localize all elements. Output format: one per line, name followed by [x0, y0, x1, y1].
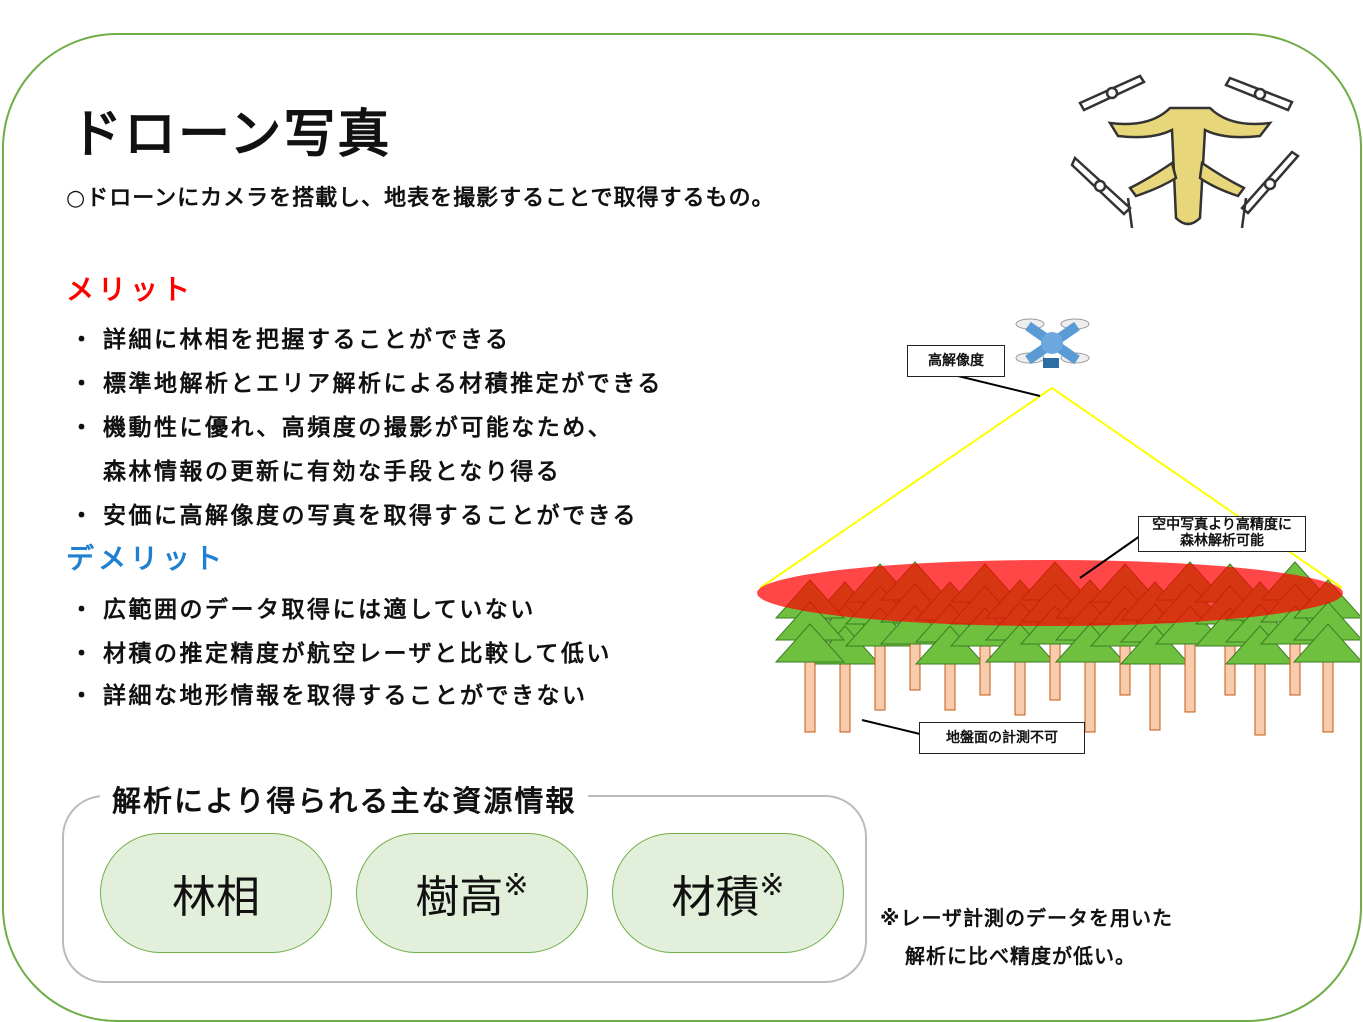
label-high-accuracy: 空中写真より高精度に森林解析可能 — [1138, 516, 1306, 552]
slide-frame — [2, 33, 1362, 1022]
merit-item: ・機動性に優れ、高頻度の撮影が可能なため、 — [70, 415, 614, 441]
demerit-item: ・材積の推定精度が航空レーザと比較して低い — [70, 641, 612, 667]
resource-pill-forest-type: 林相 — [100, 833, 332, 953]
resource-pill-volume: 材積※ — [612, 833, 844, 953]
resource-pill-tree-height: 樹高※ — [356, 833, 588, 953]
small-drone-icon — [1015, 318, 1090, 368]
merit-item: ・詳細に林相を把握することができる — [70, 327, 511, 353]
drone-survey-diagram — [757, 318, 1360, 736]
merit-item: ・標準地解析とエリア解析による材積推定ができる — [70, 371, 663, 397]
demerit-item: ・広範囲のデータ取得には適していない — [70, 597, 536, 623]
drone-icon — [1070, 74, 1300, 229]
footnote-line-1: ※レーザ計測のデータを用いた — [880, 906, 1174, 930]
footnote-line-2: 解析に比べ精度が低い。 — [905, 944, 1136, 968]
merit-heading: メリット — [66, 273, 195, 306]
merit-item: ・安価に高解像度の写真を取得することができる — [70, 503, 639, 529]
merit-item-continued: 森林情報の更新に有効な手段となり得る — [103, 459, 562, 485]
view-line-left — [759, 387, 1053, 589]
capture-area-ellipse — [757, 560, 1343, 626]
subtitle: ○ドローンにカメラを搭載し、地表を撮影することで取得するもの。 — [66, 186, 775, 211]
page-title: ドローン写真 — [70, 105, 392, 165]
demerit-item: ・詳細な地形情報を取得することができない — [70, 683, 588, 709]
resource-legend: 解析により得られる主な資源情報 — [100, 778, 589, 820]
view-line-right — [1051, 387, 1343, 589]
label-ground-unmeasurable: 地盤面の計測不可 — [919, 722, 1085, 754]
demerit-heading: デメリット — [66, 542, 227, 575]
label-high-resolution: 高解像度 — [907, 345, 1005, 377]
